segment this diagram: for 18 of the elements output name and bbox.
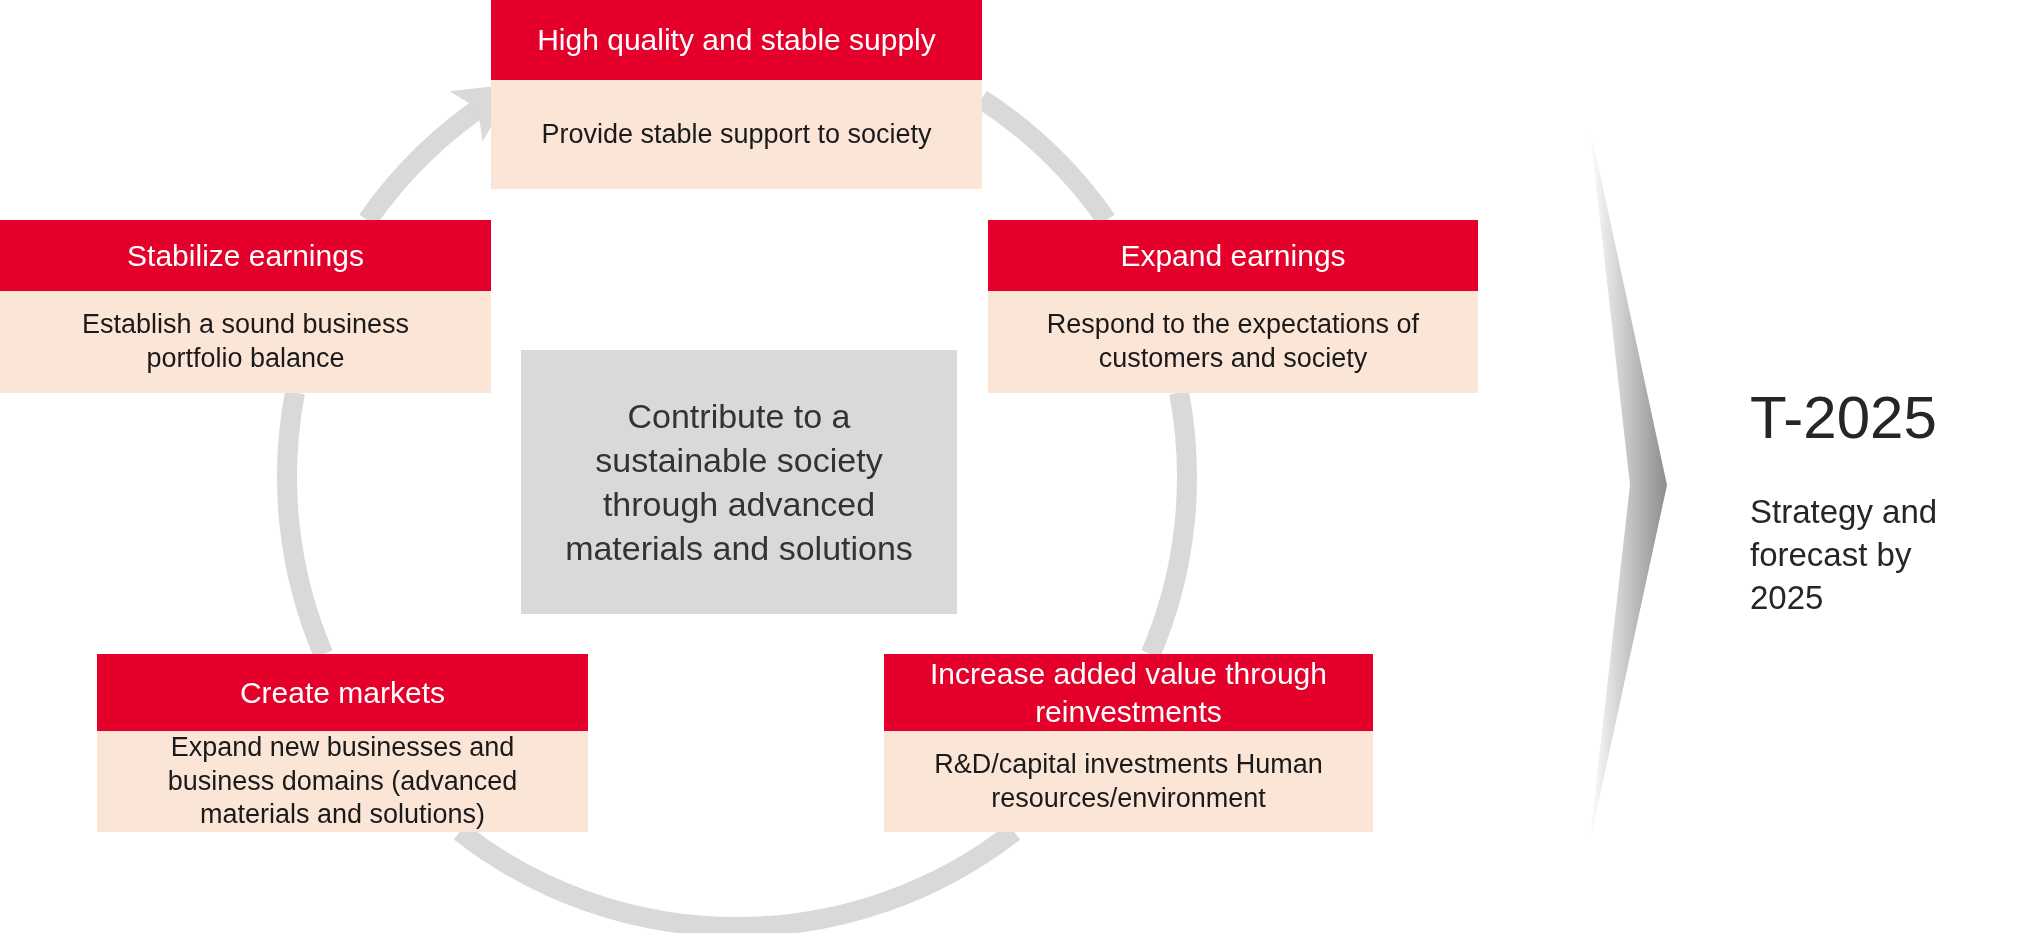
card-description: Expand new businesses and business domains (advanced materials and solutions) xyxy=(166,730,519,832)
process-card xyxy=(988,220,1478,393)
card-heading: High quality and stable supply xyxy=(491,0,982,80)
card-description: R&D/capital investments Human resources/environment xyxy=(933,747,1324,815)
card-heading: Expand earnings xyxy=(988,220,1478,291)
process-card xyxy=(491,0,982,189)
card-heading: Increase added value through reinvestments xyxy=(884,654,1373,731)
plan-subtitle: Strategy and forecast by 2025 xyxy=(1750,492,1939,618)
process-card xyxy=(97,654,588,832)
card-description: Establish a sound business portfolio balance xyxy=(80,308,411,375)
card-description: Respond to the expectations of customers and society xyxy=(1045,308,1421,375)
process-card xyxy=(884,654,1373,832)
mission-box: Contribute to a sustainable society through advanced materials and solutions xyxy=(521,350,957,614)
card-heading: Create markets xyxy=(97,654,588,731)
process-card xyxy=(0,220,491,393)
plan-title: T-2025 xyxy=(1750,385,1938,451)
card-heading: Stabilize earnings xyxy=(0,220,491,291)
card-description: Provide stable support to society xyxy=(540,117,933,151)
